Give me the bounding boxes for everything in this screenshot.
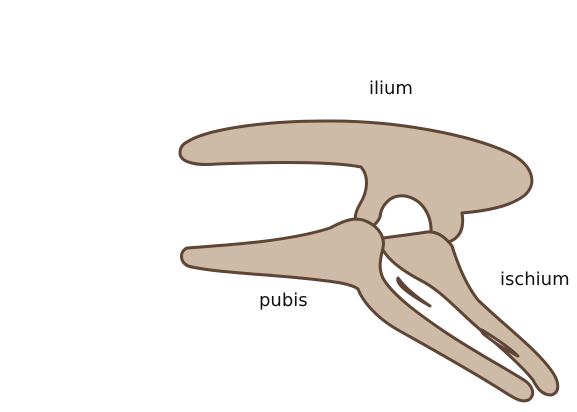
ilium-label: ilium	[369, 80, 413, 98]
pubis-label: pubis	[259, 292, 308, 310]
ischium-label: ischium	[500, 271, 570, 289]
